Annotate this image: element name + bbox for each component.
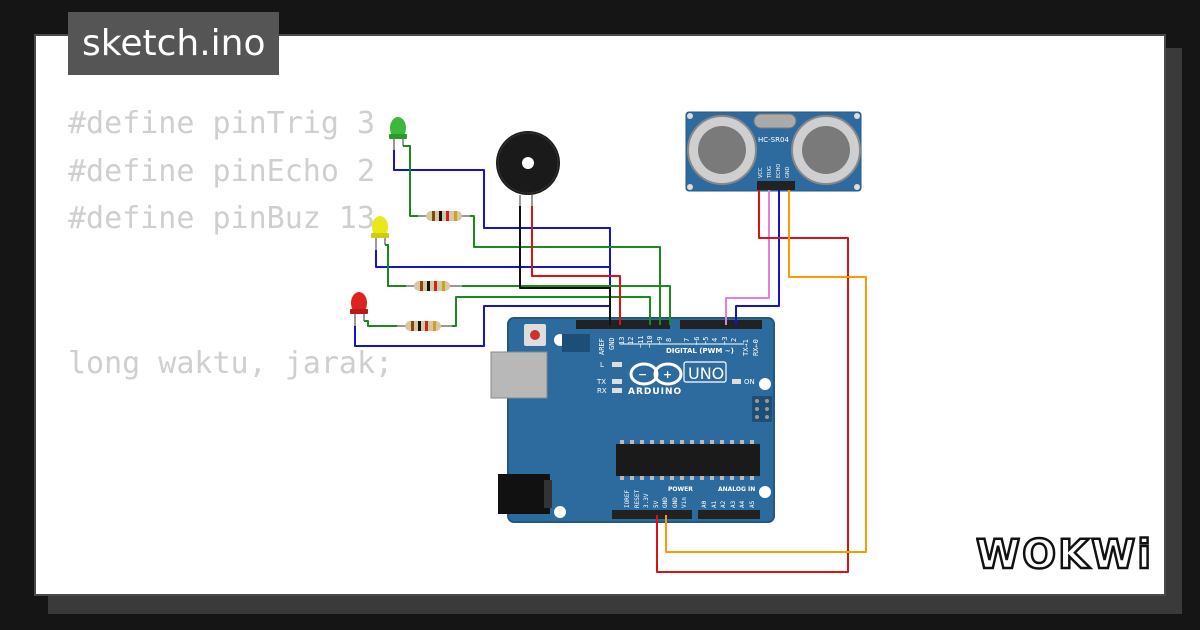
wokwi-logo[interactable]: WOKWi: [976, 524, 1152, 580]
pin-label-5v: 5V: [653, 500, 660, 508]
tx-label: TX: [596, 378, 606, 386]
resistor-3[interactable]: [397, 321, 452, 331]
digital-label: DIGITAL (PWM ~): [666, 347, 734, 355]
pin-label-rx0: RX←0: [752, 339, 760, 356]
pin-label-a2: A2: [720, 500, 727, 508]
resistor-2[interactable]: [406, 281, 462, 291]
wire-red-led-anode: [364, 320, 397, 327]
pin-label-a3: A3: [730, 500, 737, 508]
wire-yellow-resistor: [462, 285, 671, 325]
pin-label-a0: A0: [701, 500, 708, 508]
rx-label: RX: [597, 387, 607, 395]
code-line-3: #define pinBuz 13: [68, 201, 376, 236]
pin-label-13: 13: [618, 337, 626, 345]
sensor-model-label: HC-SR04: [758, 136, 789, 144]
sensor-pin-vcc: VCC: [758, 167, 764, 178]
digital-header-low: [680, 320, 762, 329]
code-line-2: #define pinEcho 2: [68, 154, 376, 189]
pin-label-7: 7: [683, 338, 691, 342]
arduino-infinity-logo: [629, 362, 683, 386]
piezo-buzzer[interactable]: [496, 131, 560, 206]
model-label: UNO: [688, 364, 724, 383]
analog-label: ANALOG IN: [718, 486, 755, 493]
sensor-pin-gnd: GND: [785, 166, 791, 178]
svg-text:−: −: [638, 368, 647, 381]
wire-sensor-gnd: [665, 190, 867, 553]
pin-label-a1: A1: [711, 500, 718, 508]
logo-text: WOKWi: [976, 532, 1152, 578]
hc-sr04-sensor[interactable]: HC-SR04 VCC TRIG ECHO GND: [685, 111, 862, 192]
sensor-pin-echo: ECHO: [776, 164, 782, 178]
power-jack: [498, 474, 550, 514]
pin-label-4: 4: [711, 338, 719, 342]
led-yellow[interactable]: [371, 216, 389, 250]
brand-label: ARDUINO: [628, 387, 682, 397]
pin-label-8: 8: [665, 338, 673, 342]
wire-yellow-led-cathode: [375, 250, 610, 268]
pin-label-aref: AREF: [598, 338, 606, 355]
pin-label-2: 2: [730, 338, 738, 342]
wire-red-led-cathode: [354, 305, 610, 347]
wire-buzzer-signal: [531, 206, 621, 325]
pin-label-10: ~10: [646, 335, 654, 348]
power-header: [612, 510, 692, 519]
atmega-chip: [616, 444, 760, 476]
power-label: POWER: [668, 486, 693, 493]
pin-label-6: ~6: [693, 337, 701, 345]
pin-label-12: 12: [627, 337, 635, 345]
pin-label-a4: A4: [739, 500, 746, 508]
resistor-1[interactable]: [418, 211, 470, 221]
pin-label-ioref: IOREF: [624, 490, 631, 508]
wire-red-resistor: [452, 296, 651, 327]
wire-sensor-trig: [725, 190, 770, 325]
svg-text:+: +: [663, 368, 672, 381]
wire-sensor-echo: [735, 190, 780, 325]
pin-label-tx1: TX→1: [742, 339, 750, 356]
wire-green-resistor: [470, 215, 661, 325]
code-line-1: #define pinTrig 3: [68, 106, 376, 141]
pin-label-9: ~9: [656, 337, 664, 345]
wire-buzzer-gnd: [519, 206, 611, 325]
arduino-uno-board[interactable]: AREF GND 13 12 ~11 ~10 ~9 8 7 ~6 ~5 4 ~3…: [490, 317, 775, 523]
wire-sensor-vcc: [656, 190, 849, 573]
pin-label-11: ~11: [637, 335, 645, 348]
sketch-title[interactable]: sketch.ino: [68, 12, 280, 75]
wire-green-led-cathode: [393, 150, 611, 325]
digital-header-high: [576, 320, 670, 329]
sensor-pin-trig: TRIG: [767, 166, 773, 179]
usb-connector: [490, 351, 548, 399]
pin-label-reset: RESET: [634, 490, 641, 508]
pin-label-5: ~5: [702, 337, 710, 345]
led-green[interactable]: [389, 117, 407, 150]
l-label: L: [600, 361, 604, 369]
pin-label-3v3: 3.3V: [643, 493, 650, 508]
pin-label-gnd-1: GND: [662, 497, 669, 508]
pin-label-vin: Vin: [681, 497, 688, 508]
code-line-4: long waktu, jarak;: [68, 346, 394, 381]
wire-yellow-led-anode: [385, 244, 406, 287]
pin-label-a5: A5: [749, 500, 756, 508]
pin-label-gnd: GND: [608, 337, 616, 350]
led-red[interactable]: [350, 292, 368, 326]
pin-label-3: ~3: [721, 337, 729, 345]
pin-label-gnd-2: GND: [672, 497, 679, 508]
on-label: ON: [744, 378, 755, 386]
wire-green-led-anode: [403, 145, 418, 217]
analog-header: [698, 510, 760, 519]
